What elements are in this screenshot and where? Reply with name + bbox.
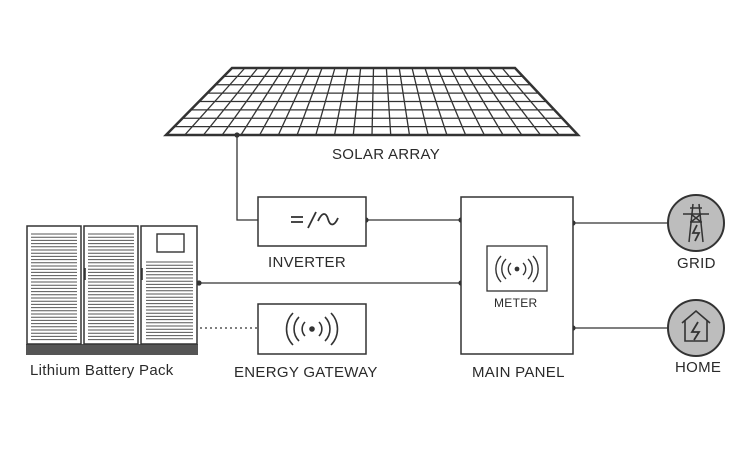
label-meter: METER <box>494 296 538 310</box>
inverter-box <box>257 196 367 247</box>
energy-gateway-box <box>257 303 367 355</box>
label-main-panel: MAIN PANEL <box>472 364 565 381</box>
wireless-signal-icon <box>285 312 339 346</box>
label-solar-array: SOLAR ARRAY <box>332 146 441 163</box>
grid-node <box>667 194 725 252</box>
label-home: HOME <box>675 359 722 376</box>
solar-to-inverter-wire <box>236 135 258 221</box>
label-battery-pack: Lithium Battery Pack <box>30 362 174 379</box>
solar-array-panel <box>163 66 581 137</box>
home-node <box>667 299 725 357</box>
label-grid: GRID <box>677 255 716 272</box>
wires <box>197 135 668 329</box>
battery-display-screen <box>156 233 185 253</box>
lithium-battery-pack <box>26 225 198 355</box>
label-inverter: INVERTER <box>268 254 346 271</box>
transmission-tower-icon <box>683 203 709 243</box>
label-energy-gateway: ENERGY GATEWAY <box>234 364 378 381</box>
home-power-icon <box>681 309 711 342</box>
main-panel-box <box>460 196 574 355</box>
meter-wireless-icon <box>495 255 539 283</box>
ac-dc-icon <box>291 211 339 229</box>
